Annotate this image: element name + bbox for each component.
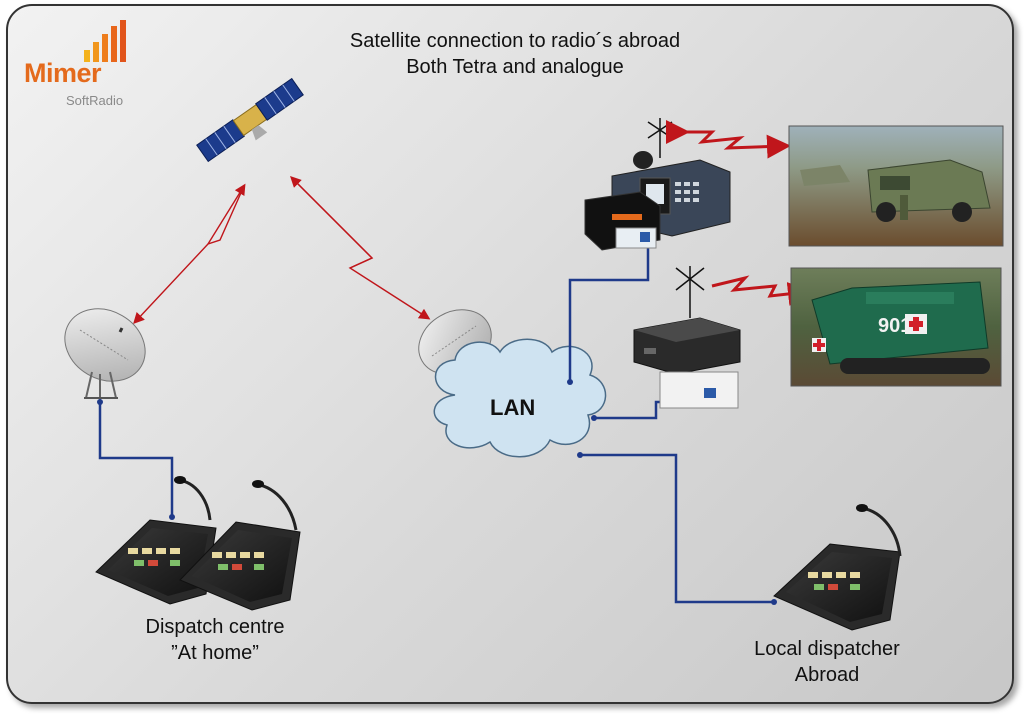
antenna-icon <box>675 266 705 318</box>
caption-home: Dispatch centre ”At home” <box>110 614 320 666</box>
caption-home-line-2: ”At home” <box>171 642 259 664</box>
satellite-icon <box>196 77 304 163</box>
dispatch-console-abroad <box>773 504 902 631</box>
lan-cloud <box>433 338 607 458</box>
analogue-radio-gateway <box>633 317 741 409</box>
photo-military-vehicles <box>788 125 1004 247</box>
radio-link-tetra <box>666 120 791 159</box>
radio-link-analogue <box>711 275 812 306</box>
tetra-radio-gateway <box>584 151 731 251</box>
antenna-icon <box>647 118 673 158</box>
caption-abroad: Local dispatcher Abroad <box>722 636 932 688</box>
lan-label: LAN <box>490 395 536 420</box>
photo-tracked-vehicle <box>790 267 1002 387</box>
title-line-2: Both Tetra and analogue <box>406 56 624 78</box>
link-nodes <box>97 379 777 605</box>
diagram-title: Satellite connection to radio´s abroad B… <box>300 28 730 80</box>
logo-name: Mimer <box>24 58 102 88</box>
signal-bars-icon <box>84 20 126 62</box>
network-links <box>98 242 774 604</box>
caption-abroad-line-1: Local dispatcher <box>754 638 900 660</box>
caption-abroad-line-2: Abroad <box>794 664 860 686</box>
caption-home-line-1: Dispatch centre <box>145 616 285 638</box>
satellite-link-left <box>133 183 246 325</box>
title-line-1: Satellite connection to radio´s abroad <box>349 30 681 52</box>
logo-subtitle: SoftRadio <box>66 93 124 108</box>
dispatch-console-home-2 <box>179 480 301 611</box>
satellite-link-right <box>290 176 431 320</box>
satellite-dish-home <box>64 308 146 400</box>
